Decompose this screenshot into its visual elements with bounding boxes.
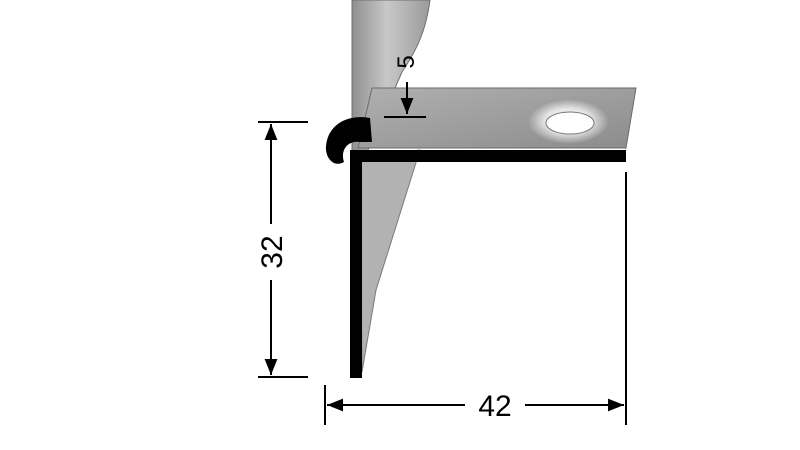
thickness-label: 5	[393, 55, 420, 68]
mounting-hole	[545, 111, 595, 135]
profile-wall-lower	[359, 149, 421, 373]
height-label: 32	[256, 235, 289, 268]
profile-nose	[325, 117, 372, 164]
width-label: 42	[478, 390, 511, 423]
